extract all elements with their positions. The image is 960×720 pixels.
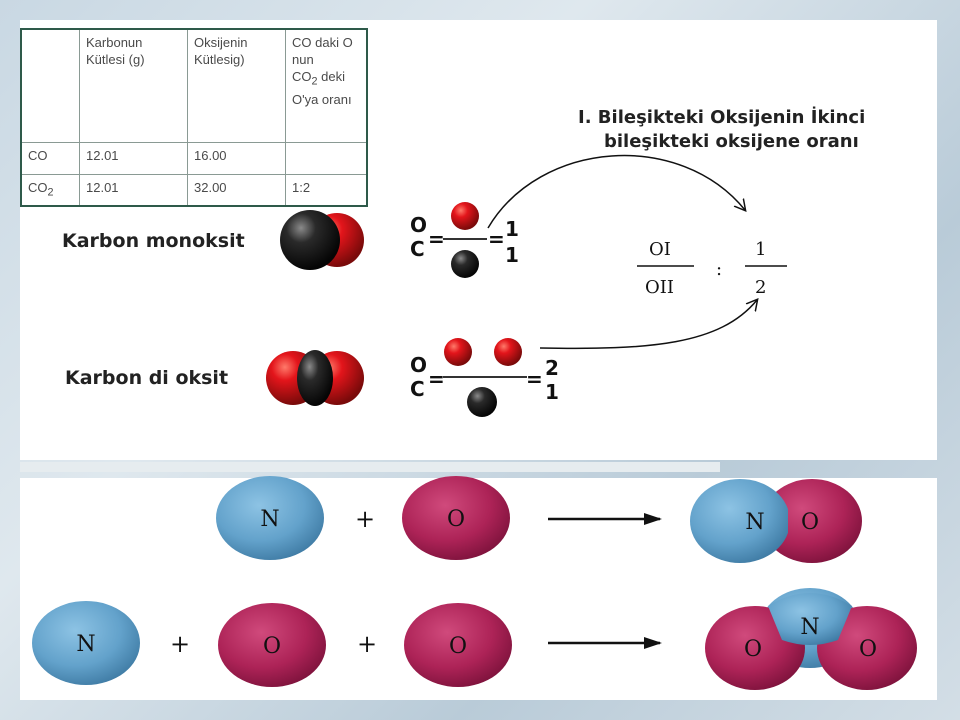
cell-formula: CO: [20, 142, 80, 175]
mass-ratio-table: Karbonun Kütlesi (g) Oksijenin Kütlesig)…: [20, 28, 368, 208]
label-carbon-monoxide: Karbon monoksit: [62, 230, 245, 252]
oxygen-atom: [402, 476, 510, 560]
no-nitrogen: [690, 479, 788, 563]
carbon-atom: [297, 350, 333, 406]
co-molecule: [280, 210, 364, 270]
frac-den-left: OII: [645, 277, 674, 298]
formula-c: C: [410, 377, 425, 401]
nitrogen-atom: [32, 601, 140, 685]
ratio-fraction: OI OII : 1 2: [637, 239, 787, 298]
header-co2-base: CO: [292, 69, 312, 84]
nitrogen-atom: [216, 476, 324, 560]
divider: [20, 462, 720, 472]
no-molecule: N O: [690, 479, 862, 563]
reaction-2: N + O + O N O O: [32, 588, 917, 690]
atom-label-o1: O: [744, 637, 762, 662]
oxygen-atom-1: [444, 338, 472, 366]
atom-label-n: N: [76, 632, 95, 657]
cell-carbon-mass: 12.01: [79, 173, 188, 207]
atom-label-o: O: [449, 634, 467, 659]
table-header-ratio: CO daki O nun CO2 deki O'ya oranı: [285, 28, 368, 143]
header-ratio-part1: CO daki O nun: [292, 35, 353, 67]
formula-den: 1: [505, 243, 519, 267]
co2-ratio-formula: O C = = 2 1: [410, 338, 559, 417]
atom-label-n: N: [745, 510, 764, 535]
formula-eq-2: =: [526, 367, 543, 391]
formula-c: C: [410, 237, 425, 261]
reaction-1: N + O N O: [216, 476, 862, 563]
formula-num: 1: [505, 217, 519, 241]
formula-o: O: [410, 353, 427, 377]
arrow-from-co2: [539, 300, 757, 350]
carbon-atom: [280, 210, 340, 270]
carbon-atom: [451, 250, 479, 278]
no-oxygen: [762, 479, 862, 563]
formula-eq: =: [428, 367, 445, 391]
oxygen-atom: [451, 202, 479, 230]
oxygen-atom-2: [494, 338, 522, 366]
plus-sign-1: +: [170, 630, 190, 658]
no2-nitrogen-cap: [768, 593, 852, 645]
ratio-title: I. Bileşikteki Oksijenin İkinci bileşikt…: [578, 106, 868, 154]
carbon-atom: [467, 387, 497, 417]
table-row: CO2 12.01 32.00 1:2: [20, 173, 368, 207]
atom-label-o: O: [801, 510, 819, 535]
oxygen-atom-1: [218, 603, 326, 687]
arrow-from-co: [487, 154, 745, 229]
atom-label-o: O: [263, 634, 281, 659]
cell-ratio: 1:2: [285, 173, 368, 207]
atom-label-o: O: [447, 507, 465, 532]
formula-num: 2: [545, 356, 559, 380]
frac-num-left: OI: [649, 239, 671, 260]
cell-oxygen-mass: 32.00: [187, 173, 286, 207]
ratio-title-line1: I. Bileşikteki Oksijenin İkinci: [578, 107, 866, 128]
cell-oxygen-mass: 16.00: [187, 142, 286, 175]
cell-ratio: [285, 142, 368, 175]
formula-eq-2: =: [488, 227, 505, 251]
table-header-carbon-mass: Karbonun Kütlesi (g): [79, 28, 188, 143]
formula-den: 1: [545, 380, 559, 404]
plus-sign: +: [355, 505, 375, 533]
header-co2-sub: 2: [311, 75, 318, 88]
co2-molecule: [266, 350, 364, 406]
header-ratio-part2: deki O'ya oranı: [292, 69, 352, 107]
plus-sign-2: +: [357, 630, 377, 658]
cell-carbon-mass: 12.01: [79, 142, 188, 175]
table-header-oxygen-mass: Oksijenin Kütlesig): [187, 28, 286, 143]
ratio-title-line2: bileşikteki oksijene oranı: [604, 131, 859, 152]
formula-o: O: [410, 213, 427, 237]
table-header-cell: [20, 28, 80, 143]
frac-den-right: 2: [755, 277, 766, 298]
frac-num-right: 1: [755, 239, 766, 260]
atom-label-o2: O: [859, 637, 877, 662]
cell-formula: CO2: [20, 173, 80, 207]
co-ratio-formula: O C = = 1 1: [410, 202, 519, 278]
formula-eq: =: [428, 227, 445, 251]
oxygen-atom-2: [404, 603, 512, 687]
table-row: CO 12.01 16.00: [20, 142, 368, 175]
no2-molecule: N O O: [705, 588, 917, 690]
atom-label-n: N: [260, 507, 279, 532]
atom-label-n: N: [800, 615, 819, 640]
table-header-row: Karbonun Kütlesi (g) Oksijenin Kütlesig)…: [20, 28, 368, 143]
frac-colon: :: [716, 259, 722, 280]
label-carbon-dioxide: Karbon di oksit: [65, 367, 229, 389]
